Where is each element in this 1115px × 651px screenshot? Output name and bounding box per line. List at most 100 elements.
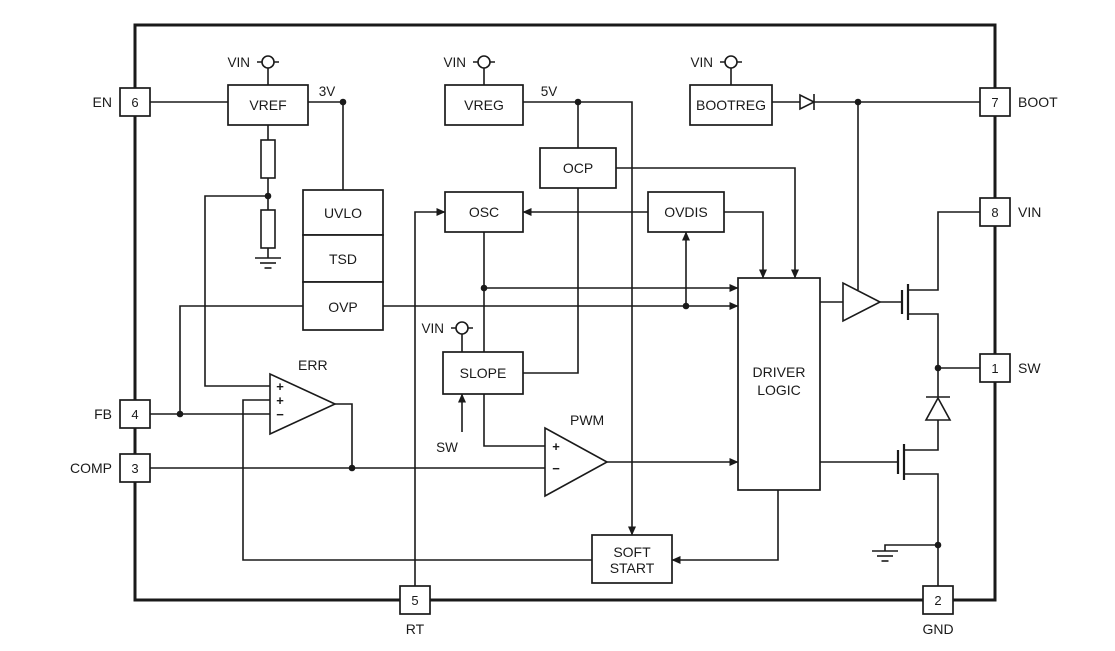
net-label-5v: 5V [541, 84, 558, 99]
block-driver-logic: DRIVER LOGIC [737, 277, 821, 491]
wire-ls-source-to-gnd [904, 473, 939, 586]
junction-dot [348, 464, 356, 472]
block-uvlo: UVLO [302, 189, 384, 236]
pin-number: 4 [131, 407, 138, 422]
pin-8-vin: 8 VIN [979, 197, 1041, 227]
pin-7-boot: 7 BOOT [979, 87, 1058, 117]
block-tsd: TSD [302, 234, 384, 283]
block-label: START [610, 560, 655, 576]
vin-terminal-icon [455, 321, 469, 335]
wire-ocp-to-driver [616, 167, 799, 279]
pin-number: 3 [131, 461, 138, 476]
block-label: VREG [464, 97, 504, 113]
pin-box [979, 197, 1011, 227]
wire-fb-to-ovp [179, 305, 303, 414]
minus-sign: − [552, 461, 560, 476]
block-label: UVLO [324, 205, 362, 221]
high-side-mosfet [900, 284, 910, 320]
plus-sign: + [552, 439, 560, 454]
net-label-sw: SW [436, 440, 458, 455]
pin-2-gnd: 2 GND [922, 585, 954, 637]
junction-dot [682, 302, 690, 310]
wire-rt-to-osc [414, 208, 446, 586]
low-side-mosfet [896, 444, 906, 480]
vin-supply-slope: VIN [421, 321, 473, 352]
vin-supply-vreg: VIN [443, 55, 495, 85]
block-ocp: OCP [539, 147, 617, 189]
pin-4-fb: 4 FB [94, 399, 151, 429]
vin-supply-vref: VIN [227, 55, 279, 85]
pwm-label: PWM [570, 412, 604, 428]
wire-ovdis-to-driver [724, 211, 767, 279]
net-label-3v: 3V [319, 84, 336, 99]
pin-label: FB [94, 406, 112, 422]
wire-vref-3v-to-uvlo [308, 101, 344, 190]
wire-err-out [335, 403, 353, 468]
vin-supply-bootreg: VIN [690, 55, 742, 85]
junction-dot [264, 192, 272, 200]
pin-label: COMP [70, 460, 112, 476]
pin-box [922, 585, 954, 615]
err-amplifier: ERR + + − [269, 357, 337, 436]
pin-label: RT [406, 621, 425, 637]
vin-net-label: VIN [421, 321, 444, 336]
wire-softstart-to-err [242, 399, 592, 561]
junction-dot [574, 98, 582, 106]
pin-6-en: 6 EN [93, 87, 151, 117]
pin-box [119, 87, 151, 117]
wire-diode-to-ls-drain [904, 420, 939, 451]
freewheel-diode-icon [924, 396, 952, 421]
plus-sign: + [276, 379, 284, 394]
vin-terminal-icon [477, 55, 491, 69]
block-label: OVDIS [664, 204, 708, 220]
block-label: SOFT [613, 544, 651, 560]
wire-slope-to-pwm [483, 394, 545, 447]
pin-box [119, 453, 151, 483]
block-vreg: VREG [444, 84, 524, 126]
pin-1-sw: 1 SW [979, 353, 1041, 383]
pin-box [979, 353, 1011, 383]
ground-icon [255, 257, 281, 269]
ic-outline [133, 23, 997, 602]
resistor-icon [260, 209, 276, 249]
pin-number: 2 [934, 593, 941, 608]
vin-terminal-icon [724, 55, 738, 69]
plus-sign: + [276, 393, 284, 408]
block-label: DRIVER [753, 364, 806, 380]
wire-slope-to-ocp [523, 188, 579, 374]
minus-sign: − [276, 407, 284, 422]
junction-dot [480, 284, 488, 292]
resistor-icon [260, 139, 276, 179]
block-bootreg: BOOTREG [689, 84, 773, 126]
vin-net-label: VIN [443, 55, 466, 70]
block-vref: VREF [227, 84, 309, 126]
wire-vin-to-hs-drain [908, 211, 980, 291]
junction-dot [934, 364, 942, 372]
block-label: OCP [563, 160, 593, 176]
junction-dot [176, 410, 184, 418]
pin-number: 5 [411, 593, 418, 608]
wires [150, 101, 980, 586]
block-label: VREF [249, 97, 286, 113]
pin-box [979, 87, 1011, 117]
block-osc: OSC [444, 191, 524, 233]
pin-5-rt: 5 RT [399, 585, 431, 637]
pin-number: 8 [991, 205, 998, 220]
block-label: OSC [469, 204, 499, 220]
vin-net-label: VIN [690, 55, 713, 70]
pin-3-comp: 3 COMP [70, 453, 151, 483]
junction-dot [854, 98, 862, 106]
vin-terminal-icon [261, 55, 275, 69]
gate-driver-buffer [842, 281, 882, 323]
junction-dot [934, 541, 942, 549]
err-label: ERR [298, 357, 328, 373]
pwm-comparator: PWM + − [544, 412, 609, 498]
pin-number: 7 [991, 95, 998, 110]
block-ovp: OVP [302, 281, 384, 331]
wire-hs-source-to-sw [908, 313, 980, 369]
wire-divider-to-err [204, 195, 270, 387]
wire-driver-to-softstart [671, 490, 779, 564]
pin-label: SW [1018, 360, 1041, 376]
block-label: OVP [328, 299, 358, 315]
